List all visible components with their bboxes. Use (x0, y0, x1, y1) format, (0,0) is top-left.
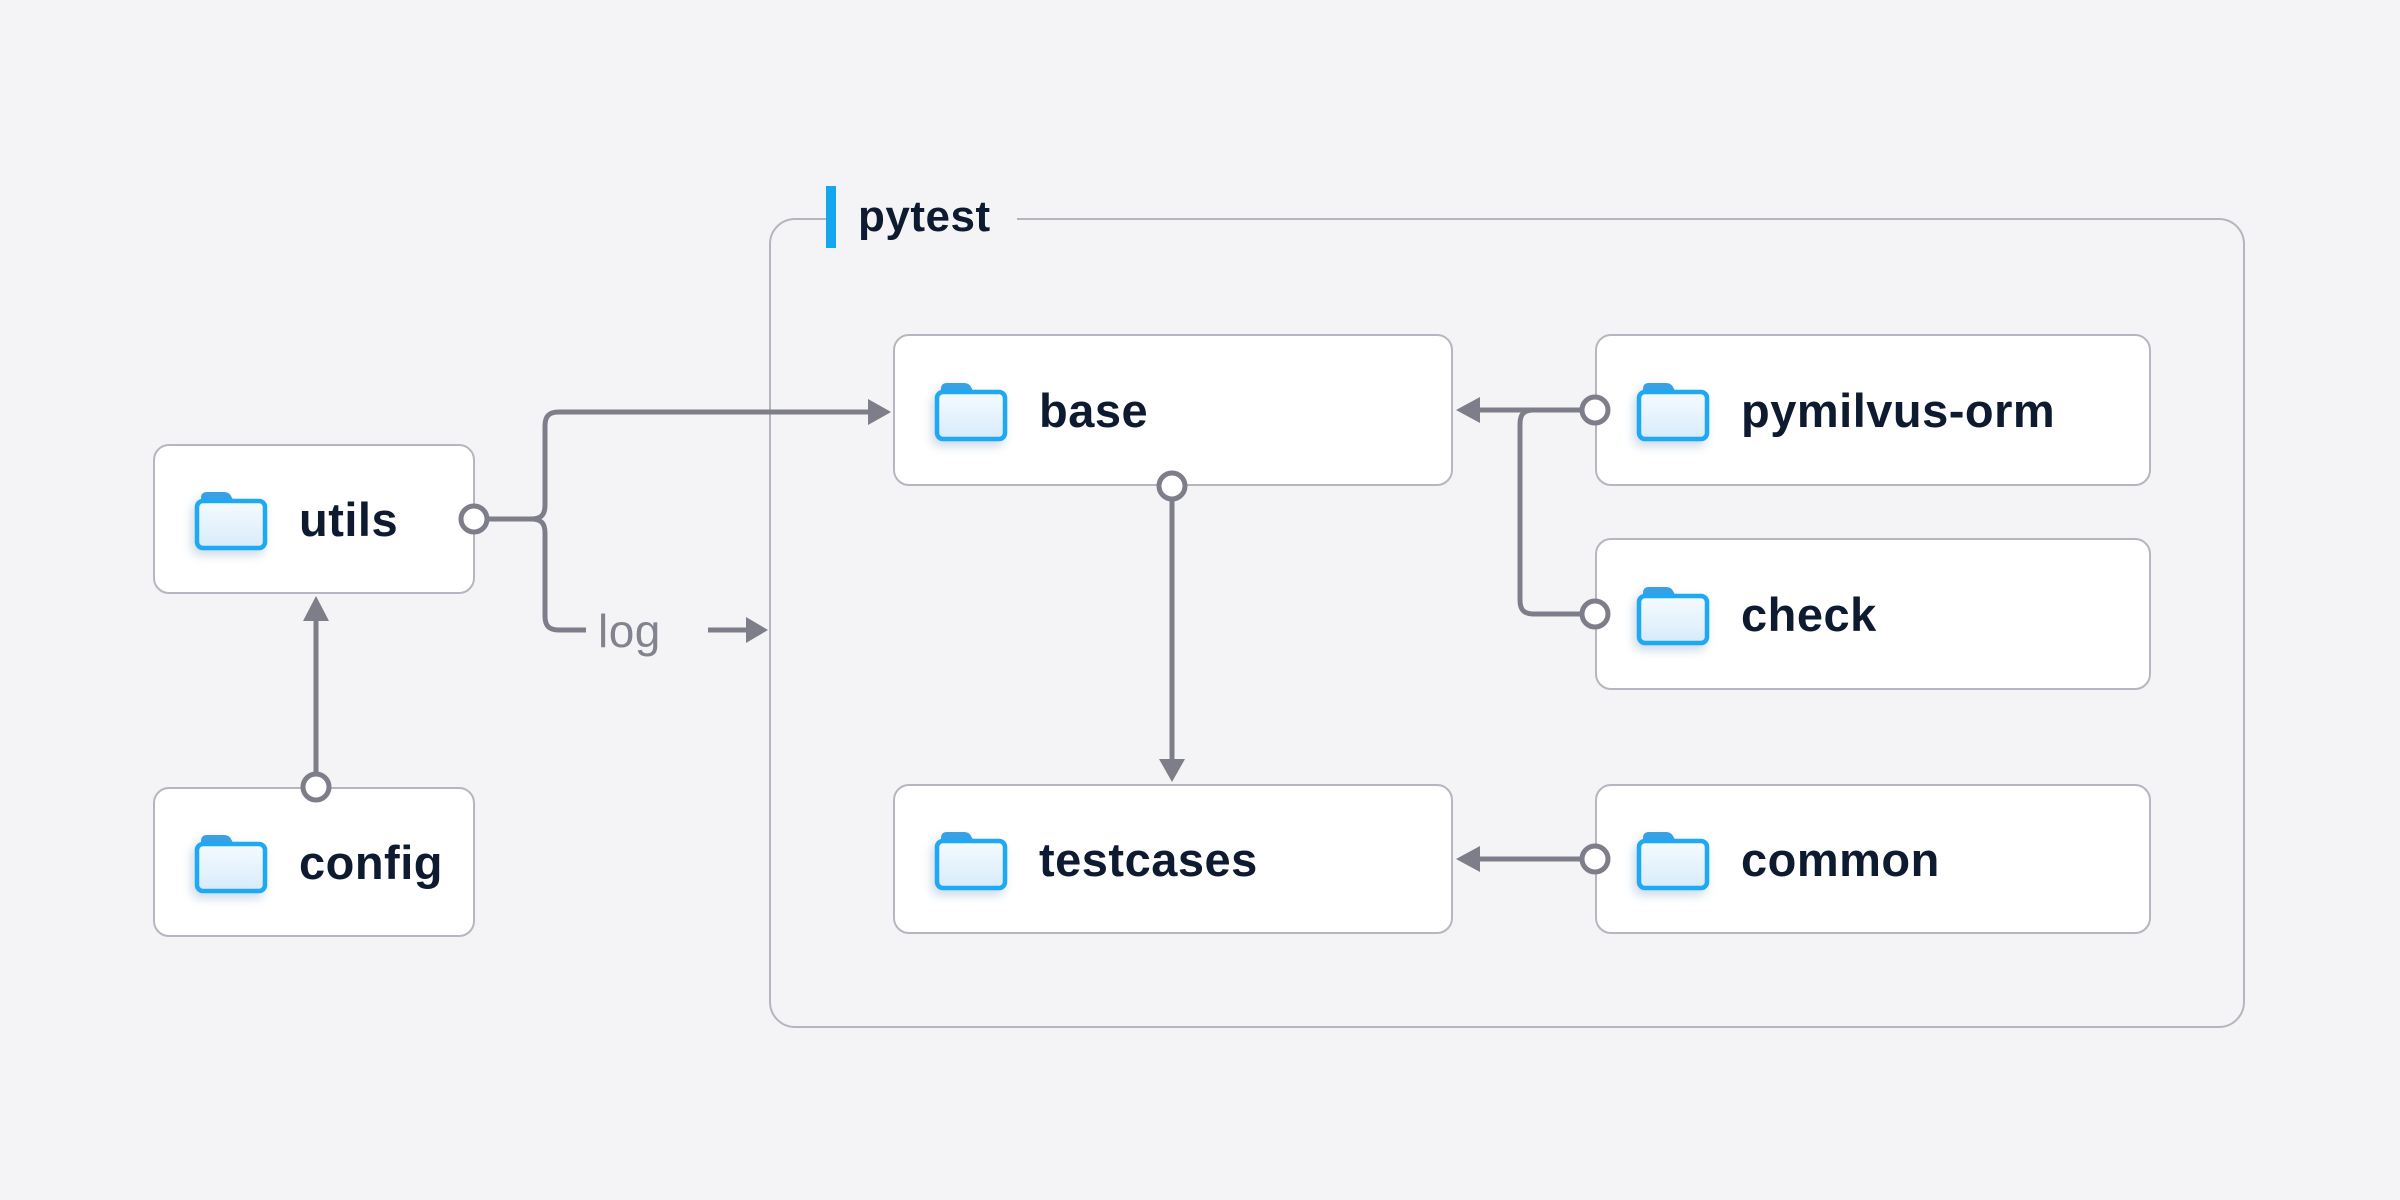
folder-icon (1635, 827, 1711, 891)
node-config: config (153, 787, 475, 937)
edge-log-label: log (598, 605, 661, 657)
folder-icon (193, 830, 269, 894)
group-label-text: pytest (858, 192, 991, 241)
accent-bar-icon (826, 186, 836, 248)
node-label: base (1039, 383, 1149, 437)
edge-line (488, 516, 586, 633)
arrowhead-up-icon (303, 596, 329, 621)
arrowhead-right-icon (746, 617, 768, 643)
node-common: common (1595, 784, 2151, 934)
pytest-group-box (769, 218, 2245, 1028)
folder-icon (933, 378, 1009, 442)
node-label: config (299, 835, 443, 889)
edge-config-to-utils (300, 596, 332, 803)
node-label: testcases (1039, 832, 1258, 886)
node-utils: utils (153, 444, 475, 594)
folder-icon (193, 487, 269, 551)
node-pymilvus-orm: pymilvus-orm (1595, 334, 2151, 486)
node-check: check (1595, 538, 2151, 690)
folder-icon (933, 827, 1009, 891)
node-label: pymilvus-orm (1741, 383, 2056, 437)
node-testcases: testcases (893, 784, 1453, 934)
node-label: common (1741, 832, 1940, 886)
node-label: check (1741, 587, 1877, 641)
folder-icon (1635, 378, 1711, 442)
folder-icon (1635, 582, 1711, 646)
node-label: utils (299, 492, 399, 546)
pytest-group-label: pytest (826, 186, 1017, 248)
node-base: base (893, 334, 1453, 486)
